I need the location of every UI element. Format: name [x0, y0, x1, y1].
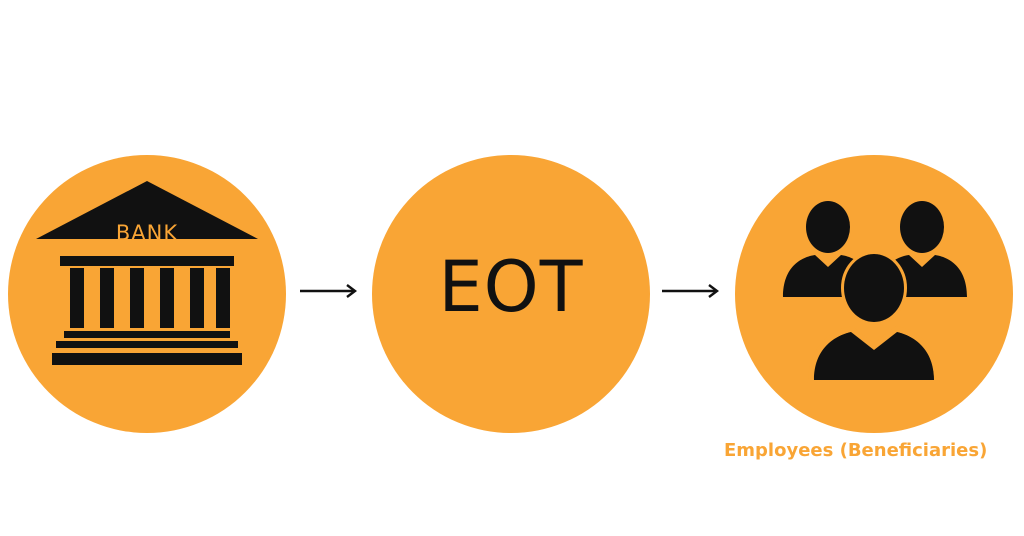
right-arrow-icon: [662, 284, 719, 298]
employees-caption: Employees (Beneficiaries): [724, 440, 988, 461]
right-arrow-icon: [300, 284, 357, 298]
bank-label: BANK: [115, 221, 179, 245]
eot-label: EOT: [438, 246, 584, 328]
employees-node: [735, 155, 1013, 433]
bank-node: BANK: [8, 155, 286, 433]
bank-building-icon: [36, 181, 258, 365]
people-group-icon: [783, 201, 967, 386]
eot-node: EOT: [372, 155, 650, 433]
